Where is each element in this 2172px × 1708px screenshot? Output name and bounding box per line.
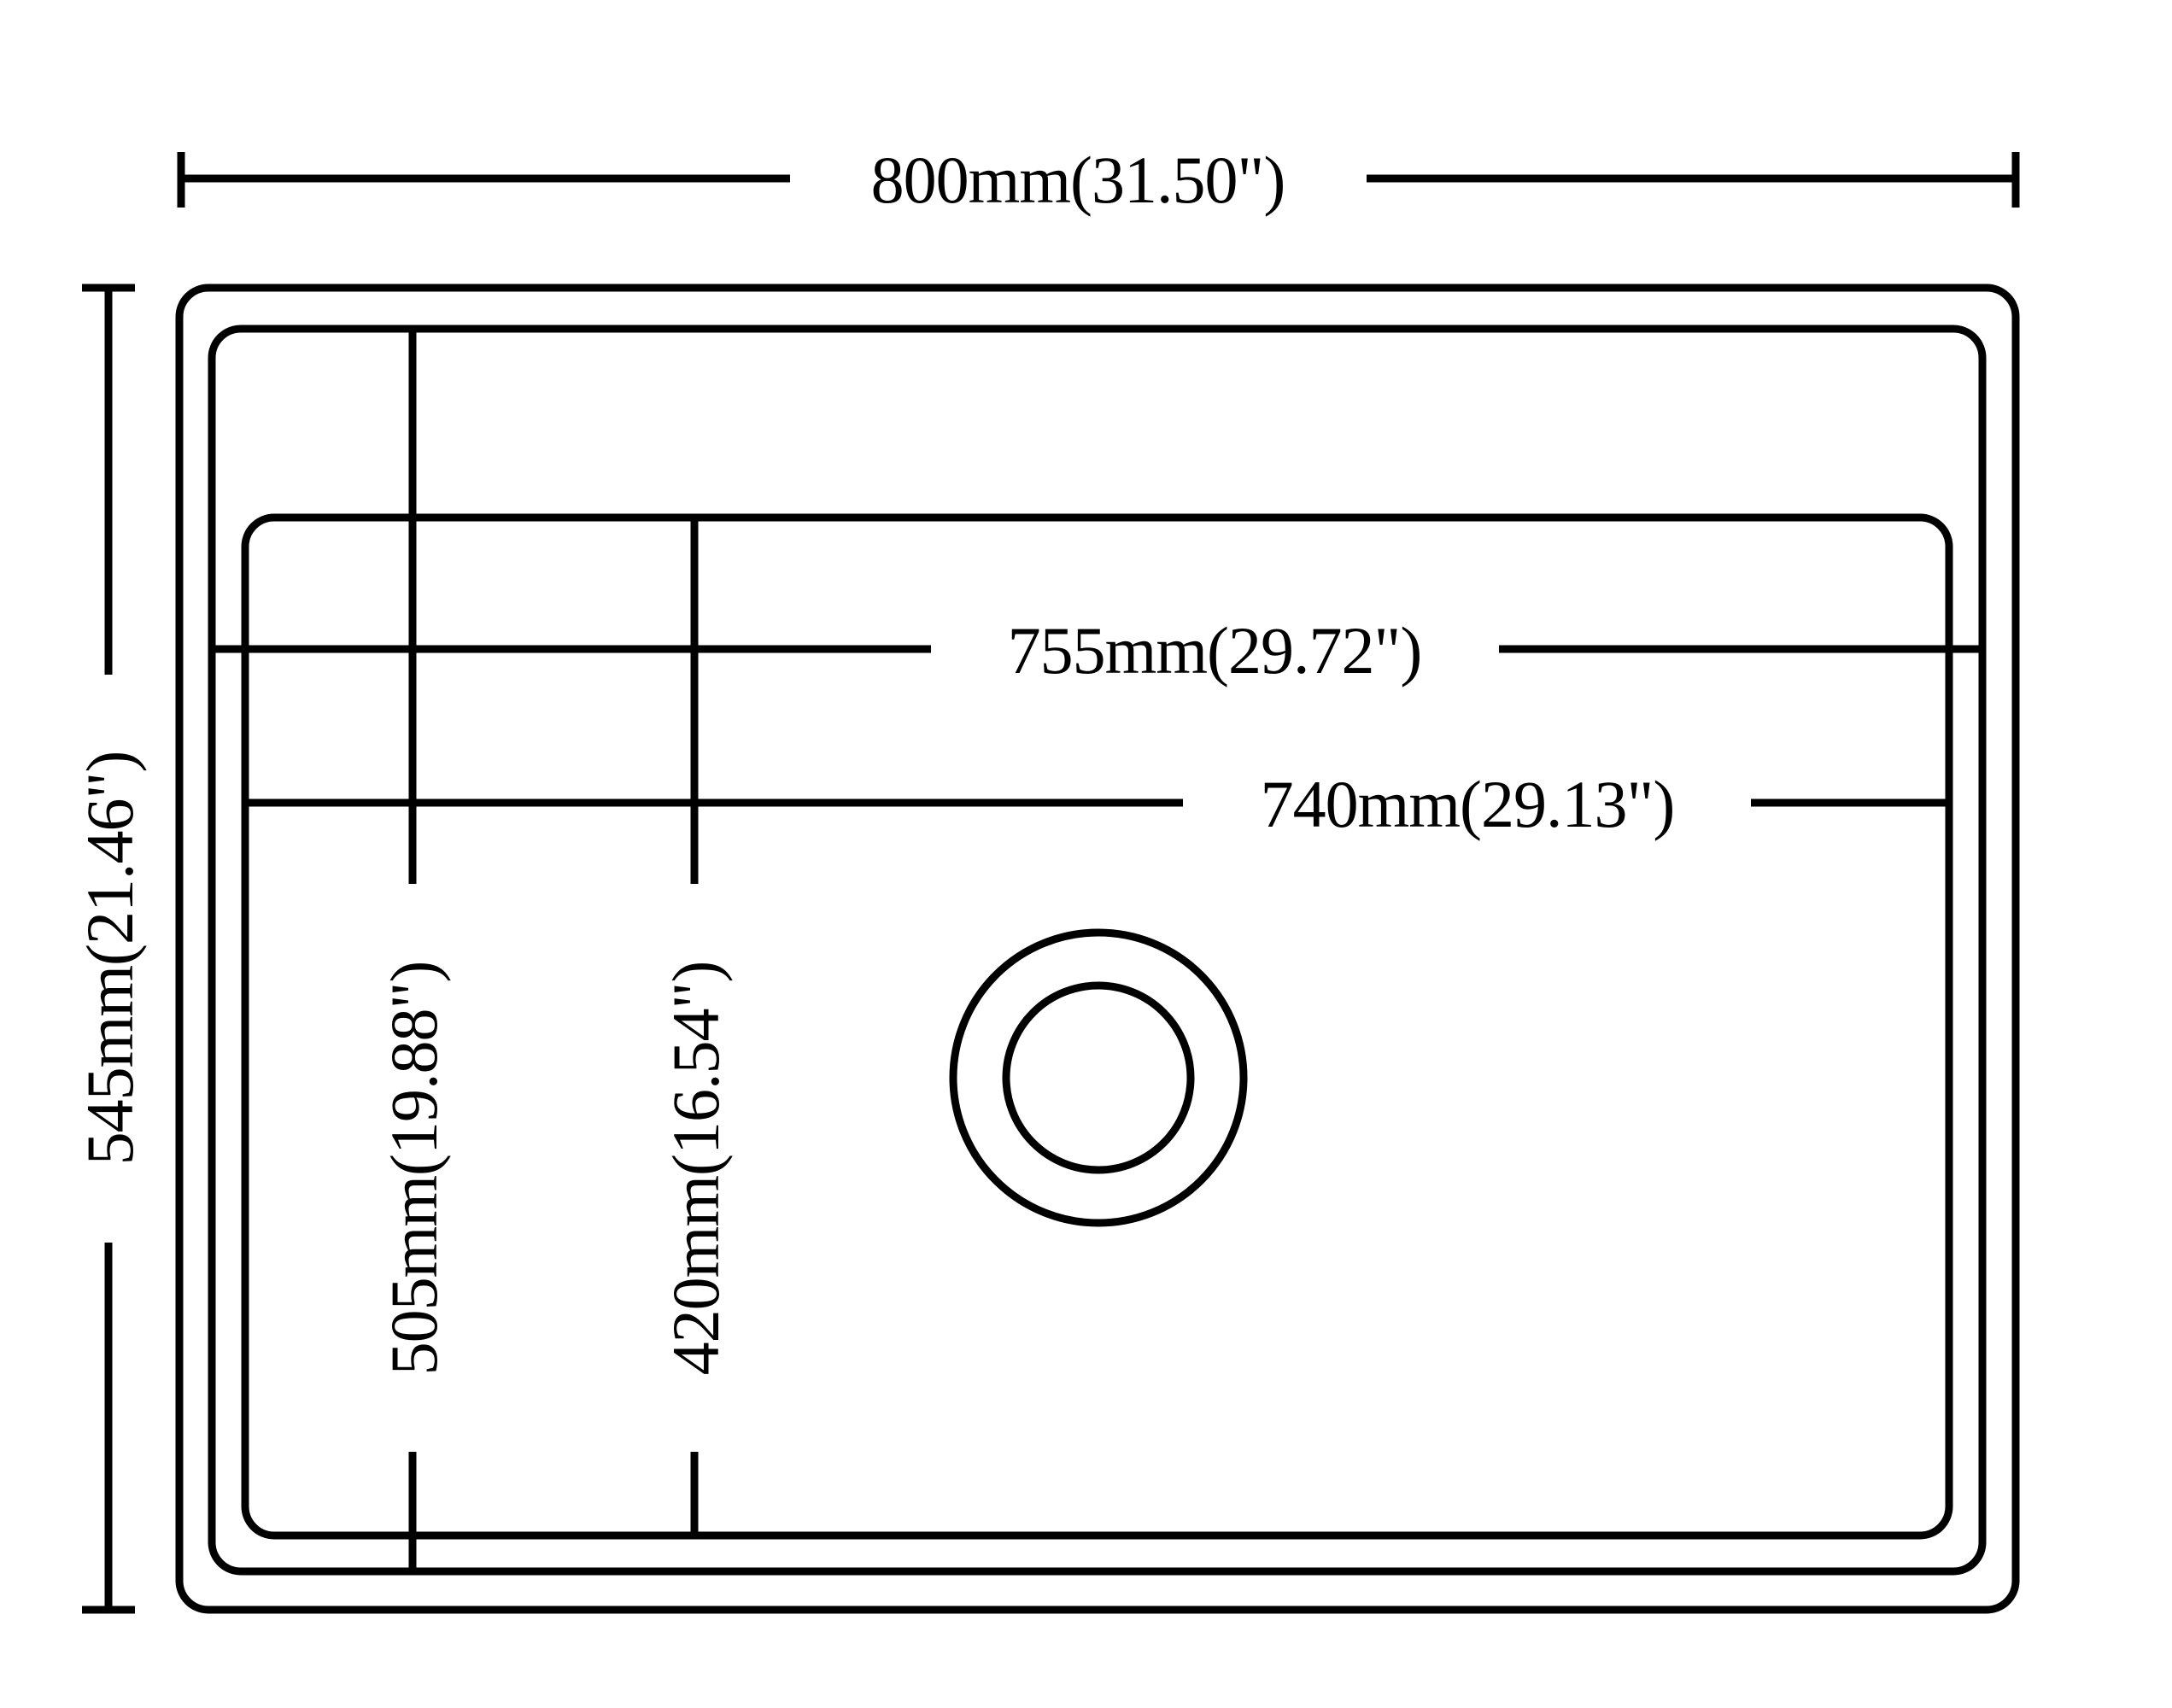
sink-outlines: [175, 284, 2020, 1614]
drain-outer-ring-icon: [949, 928, 1248, 1227]
overall-width-dimension: [177, 152, 2020, 208]
cutout-height-outer-label: 505mm(19.88"): [377, 962, 451, 1376]
drain-inner-ring-icon: [1002, 981, 1195, 1174]
overall-height-label: 545mm(21.46"): [73, 752, 147, 1166]
drain-hole: [949, 928, 1248, 1227]
middle-rim-outline: [208, 325, 1987, 1576]
cutout-width-outer-label: 755mm(29.72"): [1008, 613, 1422, 687]
overall-width-label: 800mm(31.50"): [871, 143, 1285, 217]
cutout-height-inner-label: 420mm(16.54"): [659, 962, 733, 1376]
basin-outline: [241, 513, 1953, 1540]
cutout-width-inner-label: 740mm(29.13"): [1261, 767, 1675, 841]
outer-rim-outline: [175, 284, 2020, 1614]
overall-height-dimension: [82, 284, 135, 1614]
